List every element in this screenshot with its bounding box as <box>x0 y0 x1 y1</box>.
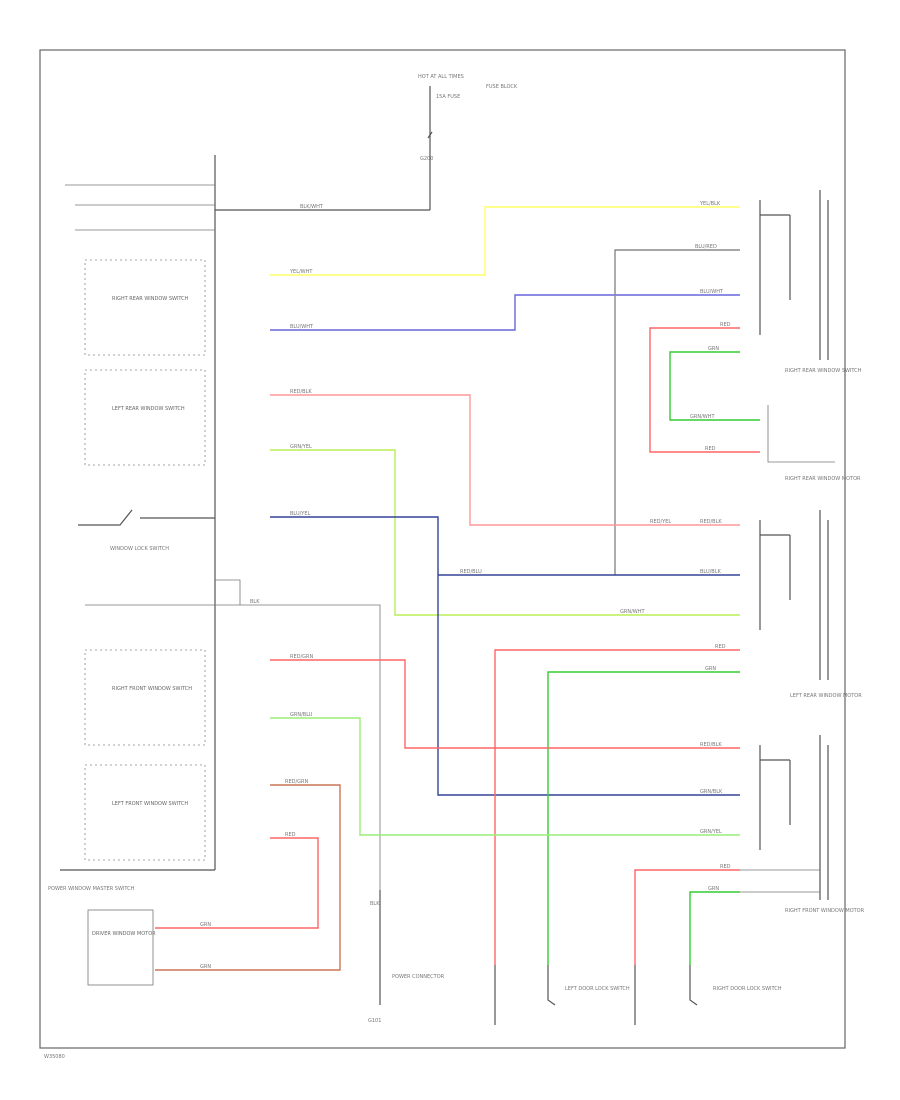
wire-label-w28: GRN/YEL <box>700 829 722 835</box>
window-lock-switch <box>78 509 215 526</box>
wire-red-rf-switch <box>270 659 740 749</box>
fuse-symbol <box>427 131 433 139</box>
wire-label-w23: GRN/BLK <box>700 789 723 795</box>
wire-green-rf-switch <box>270 717 740 836</box>
rr-motor-label: RIGHT REAR WINDOW MOTOR <box>785 476 861 482</box>
power-connector-feed <box>85 604 381 980</box>
rf-switch-box <box>84 649 206 746</box>
rr-switch-box <box>84 259 206 356</box>
lr-right-switch <box>759 520 791 630</box>
hot-label: HOT AT ALL TIMES <box>418 74 464 80</box>
wire-label-w32: RED <box>720 864 731 870</box>
wire-label-w15: BLU/RED <box>695 244 717 250</box>
rf-right-switch <box>759 745 791 850</box>
lr-switch-label: LEFT REAR WINDOW SWITCH <box>112 406 185 412</box>
wire-label-w12: YEL/BLK <box>699 201 721 207</box>
wire-label-w7: BLK <box>250 599 260 605</box>
wire-green-rr-motor <box>669 351 760 421</box>
wire-label-w14: GRN <box>708 346 719 352</box>
driver-motor-box <box>87 909 154 986</box>
ground-top-label: G200 <box>420 156 433 162</box>
wire-label-w19: RED <box>705 446 716 452</box>
rf-branch <box>215 579 241 605</box>
lf-switch-label: LEFT FRONT WINDOW SWITCH <box>112 801 188 807</box>
wire-blue-lock <box>270 516 740 796</box>
wire-label-w30: RED <box>285 832 296 838</box>
wire-label-w22: BLU/BLK <box>700 569 722 575</box>
driver-motor-box-label: DRIVER WINDOW MOTOR <box>92 931 156 937</box>
master-switch-label: POWER WINDOW MASTER SWITCH <box>48 886 135 892</box>
wire-label-w11: RED/BLK <box>700 519 722 525</box>
wire-label-w25: GRN <box>705 666 716 672</box>
master-switch-top-lines <box>65 184 215 231</box>
wire-green-lr <box>270 449 740 616</box>
wire-red-rf <box>494 649 740 965</box>
wire-green-rf <box>547 671 740 965</box>
rf-right-switch-bar <box>819 735 829 900</box>
wire-label-w33: GRN <box>708 886 719 892</box>
diagram-border <box>39 49 846 1049</box>
lr-right-switch-bar <box>819 510 829 680</box>
rr-right-switch-bar <box>819 190 829 360</box>
wire-brown-lf <box>155 784 341 971</box>
left-door-lock-switch <box>494 965 556 1025</box>
window-lock-label: WINDOW LOCK SWITCH <box>110 546 169 552</box>
wire-label-w31: GRN <box>200 922 211 928</box>
wire-label-w5: GRN/YEL <box>290 444 312 450</box>
wire-red-rdl <box>634 869 740 965</box>
wire-label-w29: BLK <box>370 901 380 907</box>
wire-gray-rr <box>614 249 740 575</box>
wire-label-w16: GRN/WHT <box>620 609 645 615</box>
rf-motor-label: RIGHT FRONT WINDOW MOTOR <box>785 908 865 914</box>
fuse-block-label: FUSE BLOCK <box>486 84 518 90</box>
wire-label-w9: GRN/BLU <box>290 712 313 718</box>
right-door-lock-switch <box>634 965 698 1025</box>
lr-switch-box <box>84 369 206 466</box>
wire-label-w21: RED/BLU <box>460 569 482 575</box>
power-connector-label: POWER CONNECTOR <box>392 974 445 980</box>
wire-label-w2: YEL/WHT <box>289 269 313 275</box>
wire-label-w20: GRN <box>200 964 211 970</box>
wire-label-w27: RED/GRN <box>285 779 309 785</box>
rr-right-switch <box>759 200 791 335</box>
wire-label-w3: BLU/WHT <box>290 324 314 330</box>
wire-red-lf <box>155 837 319 929</box>
wire-label-w13: RED <box>720 322 731 328</box>
wire-label-w17: BLU/WHT <box>700 289 724 295</box>
wire-label-w8: RED/GRN <box>290 654 314 660</box>
right-door-lock-label: RIGHT DOOR LOCK SWITCH <box>713 986 782 992</box>
wire-label-w10: RED/YEL <box>650 519 671 525</box>
wire-red-lr <box>270 394 740 526</box>
wire-red-rr-motor <box>649 327 760 453</box>
wire-label-w6: BLU/YEL <box>290 511 311 517</box>
ground-bottom-label: G101 <box>368 1018 381 1024</box>
wire-label-w1: BLK/WHT <box>300 204 324 210</box>
lf-switch-box <box>84 764 206 861</box>
rr-switch-label: RIGHT REAR WINDOW SWITCH <box>112 296 189 302</box>
wire-label-w26: RED/BLK <box>700 742 722 748</box>
fuse-label: 15A FUSE <box>436 94 460 100</box>
wire-green-rdl <box>689 891 740 965</box>
wire-label-w18: GRN/WHT <box>690 414 715 420</box>
rf-right-switch-leads <box>740 869 820 893</box>
rr-right-label: RIGHT REAR WINDOW SWITCH <box>785 368 862 374</box>
wire-label-w24: RED <box>715 644 726 650</box>
wire-yellow-rr <box>270 206 740 276</box>
rf-switch-label: RIGHT FRONT WINDOW SWITCH <box>112 686 192 692</box>
wire-label-w4: RED/BLK <box>290 389 312 395</box>
footer-code: W35080 <box>44 1054 65 1060</box>
lr-motor-label: LEFT REAR WINDOW MOTOR <box>790 693 862 699</box>
rr-motor-box <box>767 405 835 463</box>
wire-blue-rr <box>270 294 740 331</box>
left-door-lock-label: LEFT DOOR LOCK SWITCH <box>565 986 630 992</box>
